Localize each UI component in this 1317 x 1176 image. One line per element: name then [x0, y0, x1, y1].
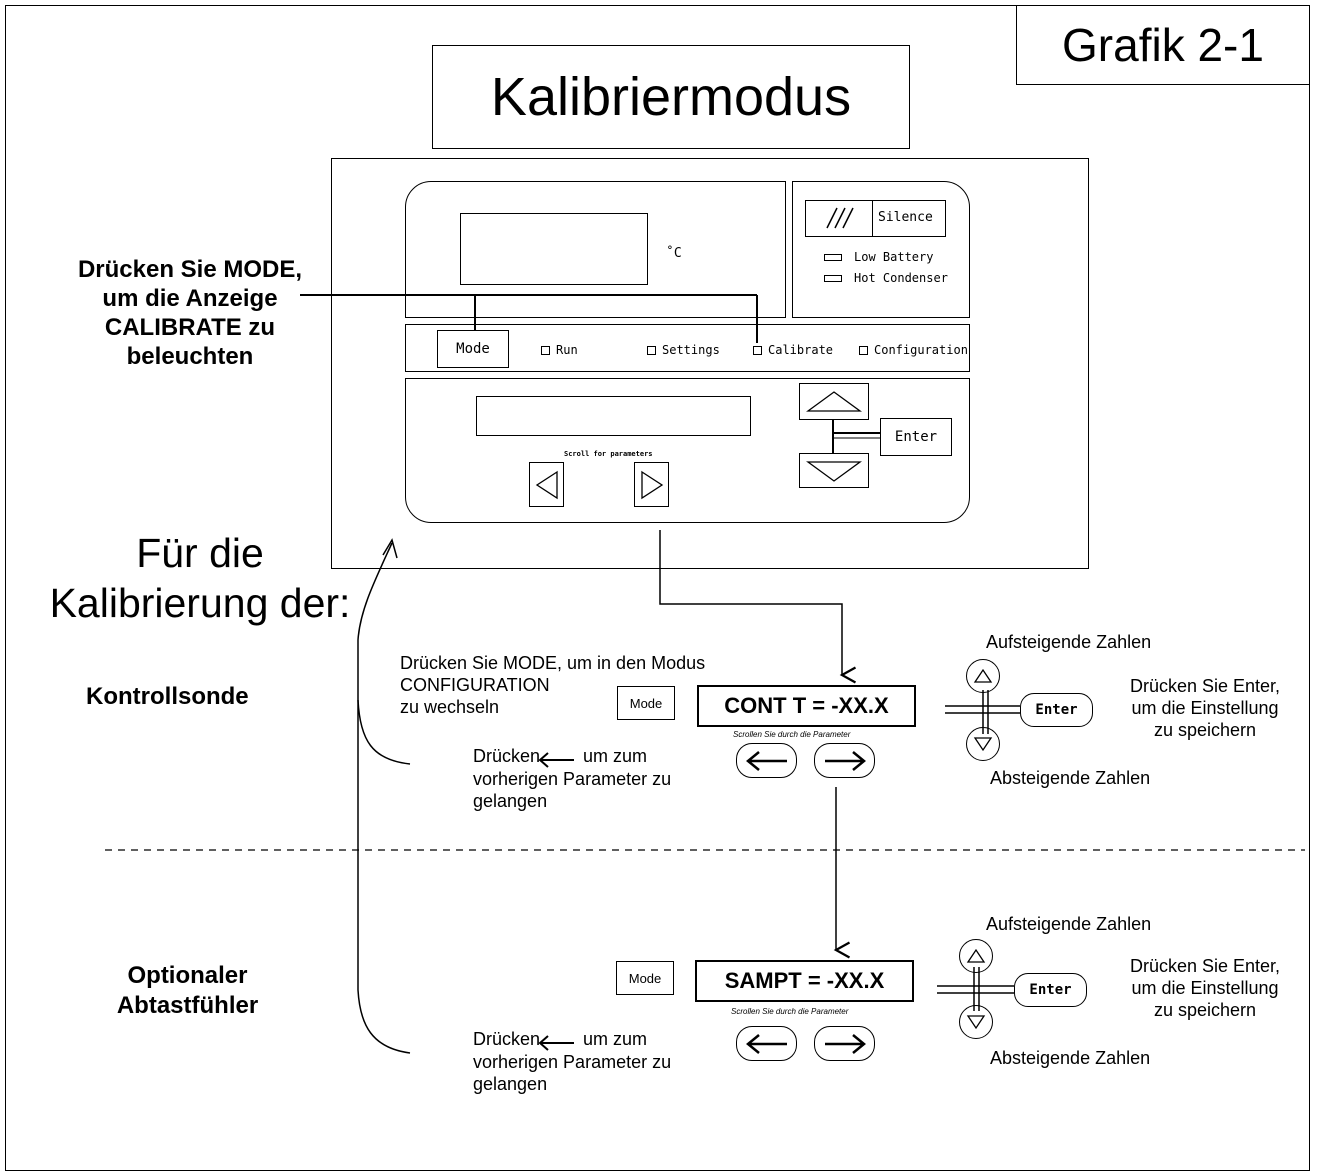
- mode-settings: Settings: [647, 343, 720, 357]
- triangle-up-icon: [806, 390, 862, 412]
- temperature-display: [460, 213, 648, 285]
- triangle-right-icon: [640, 470, 663, 499]
- led-icon: [824, 275, 842, 282]
- arrow-right-icon: [824, 750, 866, 771]
- section2-scroll-caption: Scrollen Sie durch die Parameter: [731, 1007, 849, 1016]
- section1-enter-instruction: Drücken Sie Enter, um die Einstellung zu…: [1129, 676, 1281, 740]
- keypad-section: [405, 378, 970, 523]
- page-title: Kalibriermodus: [432, 45, 910, 149]
- checkbox-icon: [753, 346, 762, 355]
- section2-back-text-3: vorherigen Parameter zu gelangen: [473, 1052, 672, 1094]
- silence-icon: [805, 200, 873, 237]
- mode-configuration: Configuration: [859, 343, 968, 357]
- section1-up-button[interactable]: [966, 659, 1000, 693]
- led-icon: [824, 254, 842, 261]
- enter-button[interactable]: Enter: [880, 418, 952, 456]
- alarm-section: [792, 181, 970, 318]
- section2-back-text-2: um zum: [583, 1029, 648, 1049]
- section1-heading: Kontrollsonde: [86, 683, 249, 710]
- down-button[interactable]: [799, 453, 869, 488]
- section2-display: SAMPT = -XX.X: [695, 960, 914, 1002]
- section1-back-text-2: um zum: [583, 746, 648, 766]
- diagram-frame: [5, 5, 1310, 1171]
- parameter-display: [476, 396, 751, 436]
- hot-condenser-label: Hot Condenser: [854, 271, 948, 285]
- alarm-icon: [826, 207, 854, 229]
- mode-row: [405, 324, 970, 372]
- mode-run-label: Run: [556, 343, 578, 357]
- triangle-up-icon: [973, 668, 993, 683]
- mode-settings-label: Settings: [662, 343, 720, 357]
- scroll-label: Scroll for parameters: [564, 450, 653, 458]
- arrow-right-icon: [824, 1033, 866, 1054]
- section1-enter-button[interactable]: Enter: [1020, 693, 1093, 727]
- section1-mode-button[interactable]: Mode: [617, 686, 675, 720]
- arrow-left-icon: [745, 1033, 787, 1054]
- arrow-left-icon: [745, 750, 787, 771]
- checkbox-icon: [859, 346, 868, 355]
- section1-down-button[interactable]: [966, 727, 1000, 761]
- section1-mode-instruction: Drücken Sie MODE, um in den Modus CONFIG…: [400, 653, 706, 717]
- section2-ascending-label: Aufsteigende Zahlen: [986, 914, 1152, 934]
- section1-descending-label: Absteigende Zahlen: [990, 768, 1151, 788]
- scroll-right-button[interactable]: [634, 462, 669, 507]
- section1-back-button[interactable]: [736, 743, 797, 778]
- mode-button[interactable]: Mode: [437, 330, 509, 368]
- mode-configuration-label: Configuration: [874, 343, 968, 357]
- section2-enter-instruction: Drücken Sie Enter, um die Einstellung zu…: [1129, 956, 1281, 1020]
- section1-forward-button[interactable]: [814, 743, 875, 778]
- mode-calibrate-label: Calibrate: [768, 343, 834, 357]
- section2-up-button[interactable]: [959, 939, 993, 973]
- mode-run: Run: [541, 343, 578, 357]
- checkbox-icon: [541, 346, 550, 355]
- triangle-down-icon: [973, 737, 993, 752]
- low-battery-label: Low Battery: [854, 250, 934, 264]
- silence-label: Silence: [878, 210, 933, 225]
- low-battery-indicator: Low Battery: [824, 250, 933, 264]
- section1-ascending-label: Aufsteigende Zahlen: [986, 632, 1152, 652]
- temperature-display-section: [405, 181, 786, 318]
- section2-enter-button[interactable]: Enter: [1014, 973, 1087, 1007]
- triangle-down-icon: [966, 1015, 986, 1030]
- calibration-for-label: Für die Kalibrierung der:: [49, 530, 351, 626]
- triangle-up-icon: [966, 948, 986, 963]
- temp-unit: ˚C: [666, 246, 682, 261]
- triangle-down-icon: [806, 460, 862, 482]
- section1-display: CONT T = -XX.X: [697, 685, 916, 727]
- triangle-left-icon: [535, 470, 558, 499]
- mode-callout-text: Drücken Sie MODE, um die Anzeige CALIBRA…: [77, 256, 303, 370]
- graphic-label: Grafik 2-1: [1016, 5, 1310, 85]
- silence-button[interactable]: [805, 200, 946, 237]
- section2-back-text-1: Drücken: [473, 1029, 541, 1049]
- section1-back-text-3: vorherigen Parameter zu gelangen: [473, 769, 672, 811]
- section2-descending-label: Absteigende Zahlen: [990, 1048, 1151, 1068]
- hot-condenser-indicator: Hot Condenser: [824, 271, 948, 285]
- section2-forward-button[interactable]: [814, 1026, 875, 1061]
- scroll-left-button[interactable]: [529, 462, 564, 507]
- checkbox-icon: [647, 346, 656, 355]
- device-panel: [331, 158, 1089, 569]
- section2-down-button[interactable]: [959, 1005, 993, 1039]
- section2-mode-button[interactable]: Mode: [616, 961, 674, 995]
- section1-back-text-1: Drücken: [473, 746, 541, 766]
- up-button[interactable]: [799, 383, 869, 420]
- section1-scroll-caption: Scrollen Sie durch die Parameter: [733, 730, 851, 739]
- section2-back-button[interactable]: [736, 1026, 797, 1061]
- section2-heading: Optionaler Abtastfühler: [116, 962, 259, 1019]
- mode-calibrate: Calibrate: [753, 343, 833, 357]
